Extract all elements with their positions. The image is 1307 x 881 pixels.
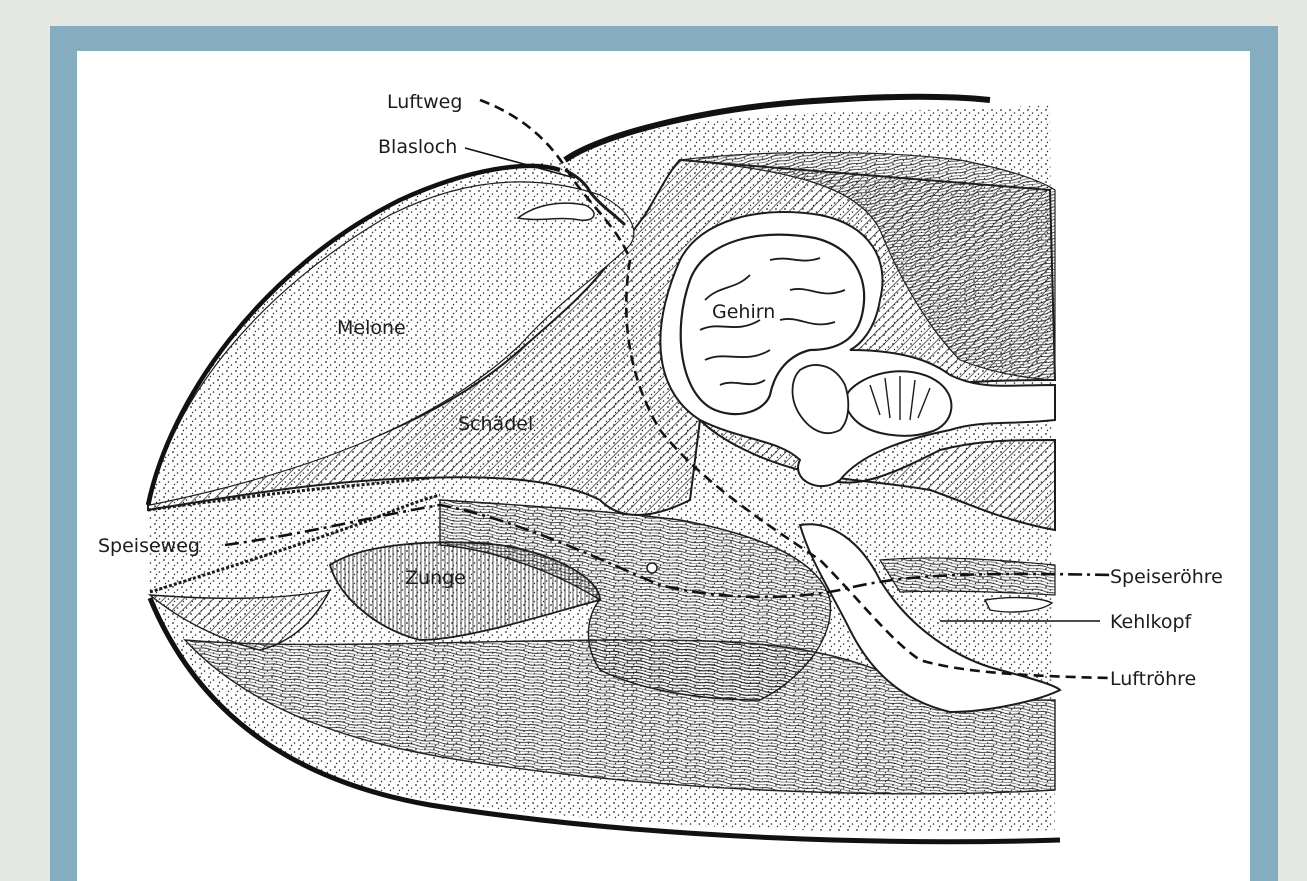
label-speiseroehre: Speiseröhre	[1110, 566, 1223, 588]
label-speiseweg: Speiseweg	[98, 535, 200, 557]
head-illustration	[148, 97, 1110, 842]
label-zunge: Zunge	[405, 567, 466, 589]
label-luftroehre: Luftröhre	[1110, 668, 1196, 690]
esophagus	[880, 558, 1055, 595]
label-schaedel: Schädel	[458, 413, 533, 435]
pharynx-spot	[647, 563, 657, 573]
label-blasloch: Blasloch	[378, 136, 457, 158]
label-gehirn: Gehirn	[712, 301, 775, 323]
label-kehlkopf: Kehlkopf	[1110, 611, 1193, 633]
cerebellum	[846, 371, 952, 436]
label-luftweg: Luftweg	[387, 91, 462, 113]
label-melone: Melone	[337, 317, 406, 339]
